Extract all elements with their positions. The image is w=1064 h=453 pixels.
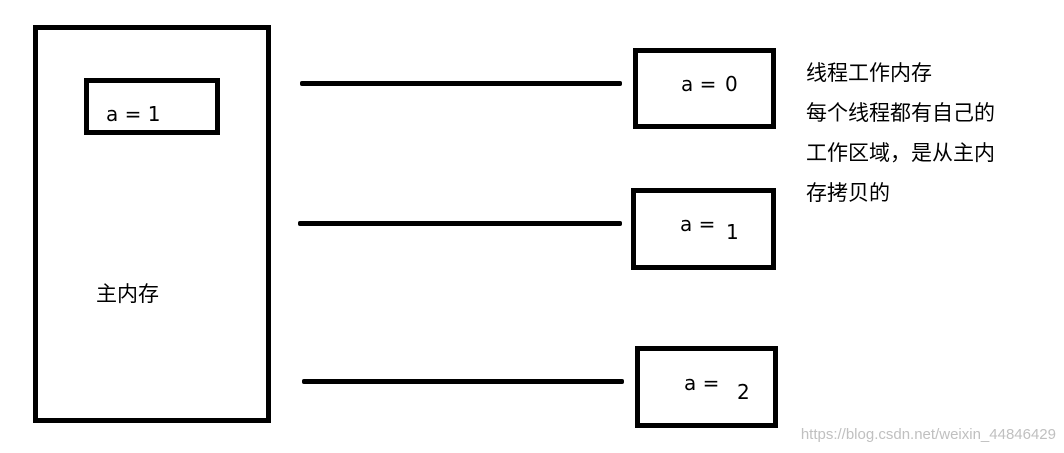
main-memory-var-box [84, 78, 220, 135]
connector-line-3 [302, 379, 624, 384]
thread-3-var-name: a = [684, 371, 720, 395]
thread-memory-box-2 [631, 188, 776, 270]
main-memory-label: 主内存 [96, 282, 159, 306]
note-line-2: 每个线程都有自己的 [806, 101, 995, 125]
thread-2-var-value: 1 [726, 220, 739, 244]
thread-1-var-value: 0 [725, 72, 738, 96]
note-line-3: 工作区域，是从主内 [806, 141, 995, 165]
note-line-4: 存拷贝的 [806, 181, 890, 205]
thread-memory-box-1 [633, 48, 776, 129]
thread-3-var-value: 2 [737, 380, 750, 404]
note-line-1: 线程工作内存 [806, 61, 932, 85]
thread-1-var-name: a = [681, 72, 717, 96]
thread-2-var-name: a = [680, 212, 716, 236]
connector-line-2 [298, 221, 622, 226]
watermark-text: https://blog.csdn.net/weixin_44846429 [800, 426, 1056, 443]
main-memory-var-text: a = 1 [106, 102, 161, 126]
thread-memory-box-3 [635, 346, 778, 428]
connector-line-1 [300, 81, 622, 86]
